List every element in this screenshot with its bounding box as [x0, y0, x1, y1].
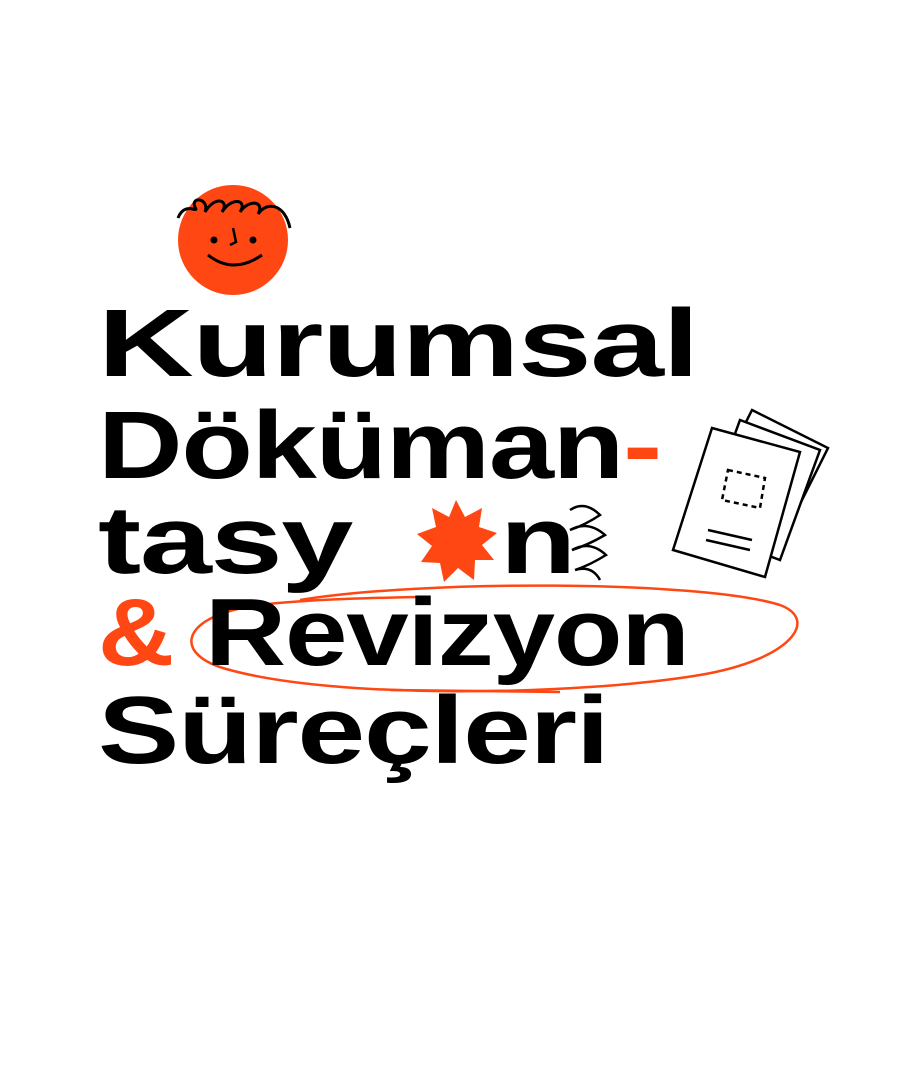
revizyon-circle-scribble: [190, 584, 799, 694]
title-line-3-end: n: [500, 487, 576, 594]
starburst-icon: [417, 500, 497, 582]
squiggle-icon: [569, 504, 609, 581]
title-line-4-word: Revizyon: [205, 579, 690, 686]
title-line-1: Kurumsal: [98, 290, 699, 397]
title-line-2: Döküman-: [98, 398, 662, 494]
title-ampersand: &: [98, 579, 174, 686]
smiley-sun-icon: [176, 185, 292, 295]
document-stack-icon: [671, 408, 830, 579]
title-line-3-start: tasy: [98, 487, 353, 594]
title-hyphen: -: [623, 392, 662, 499]
title-line-5: Süreçleri: [98, 677, 610, 784]
title-line-2-word: Döküman: [98, 392, 624, 499]
